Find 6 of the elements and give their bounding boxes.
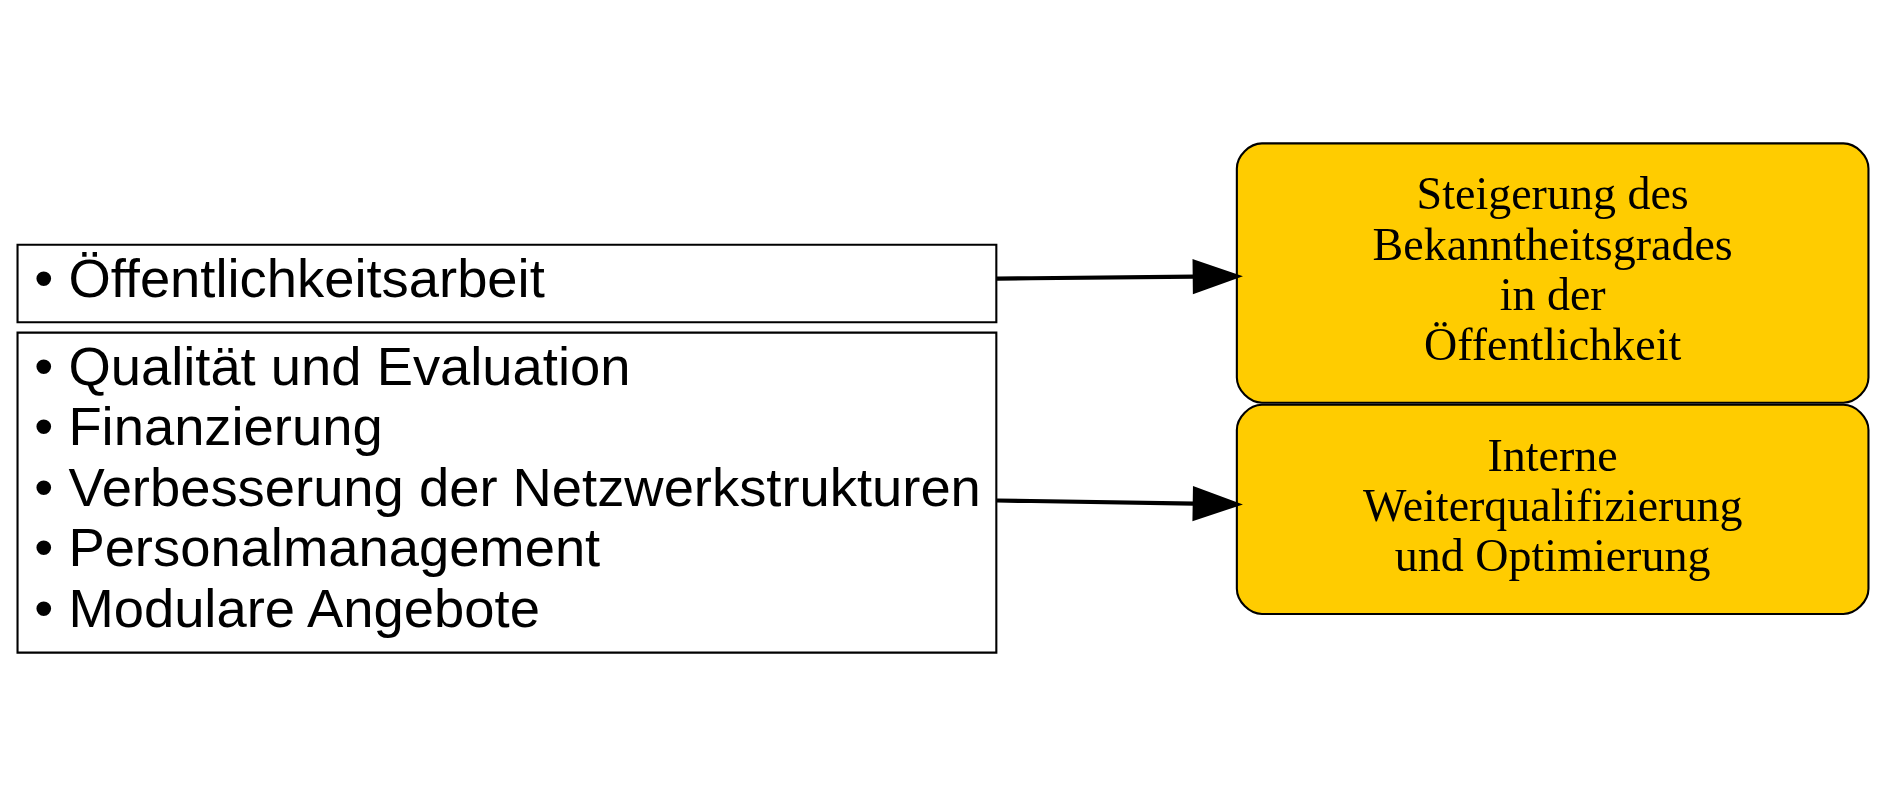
arrow [997, 258, 1243, 294]
node-box: • Öffentlichkeitsarbeit [16, 243, 998, 323]
arrow [997, 485, 1243, 521]
node-box: • Qualität und Evaluation • Finanzierung • Verbesserung der Netzwerkstrukturen • Personalmanagement • Modulare Angebote [16, 331, 998, 654]
node-box: Steigerung des Bekanntheitsgrades in der Öffentlichkeit [1235, 141, 1870, 404]
node-box: Interne Weiterqualifizierung und Optimierung [1235, 403, 1870, 615]
